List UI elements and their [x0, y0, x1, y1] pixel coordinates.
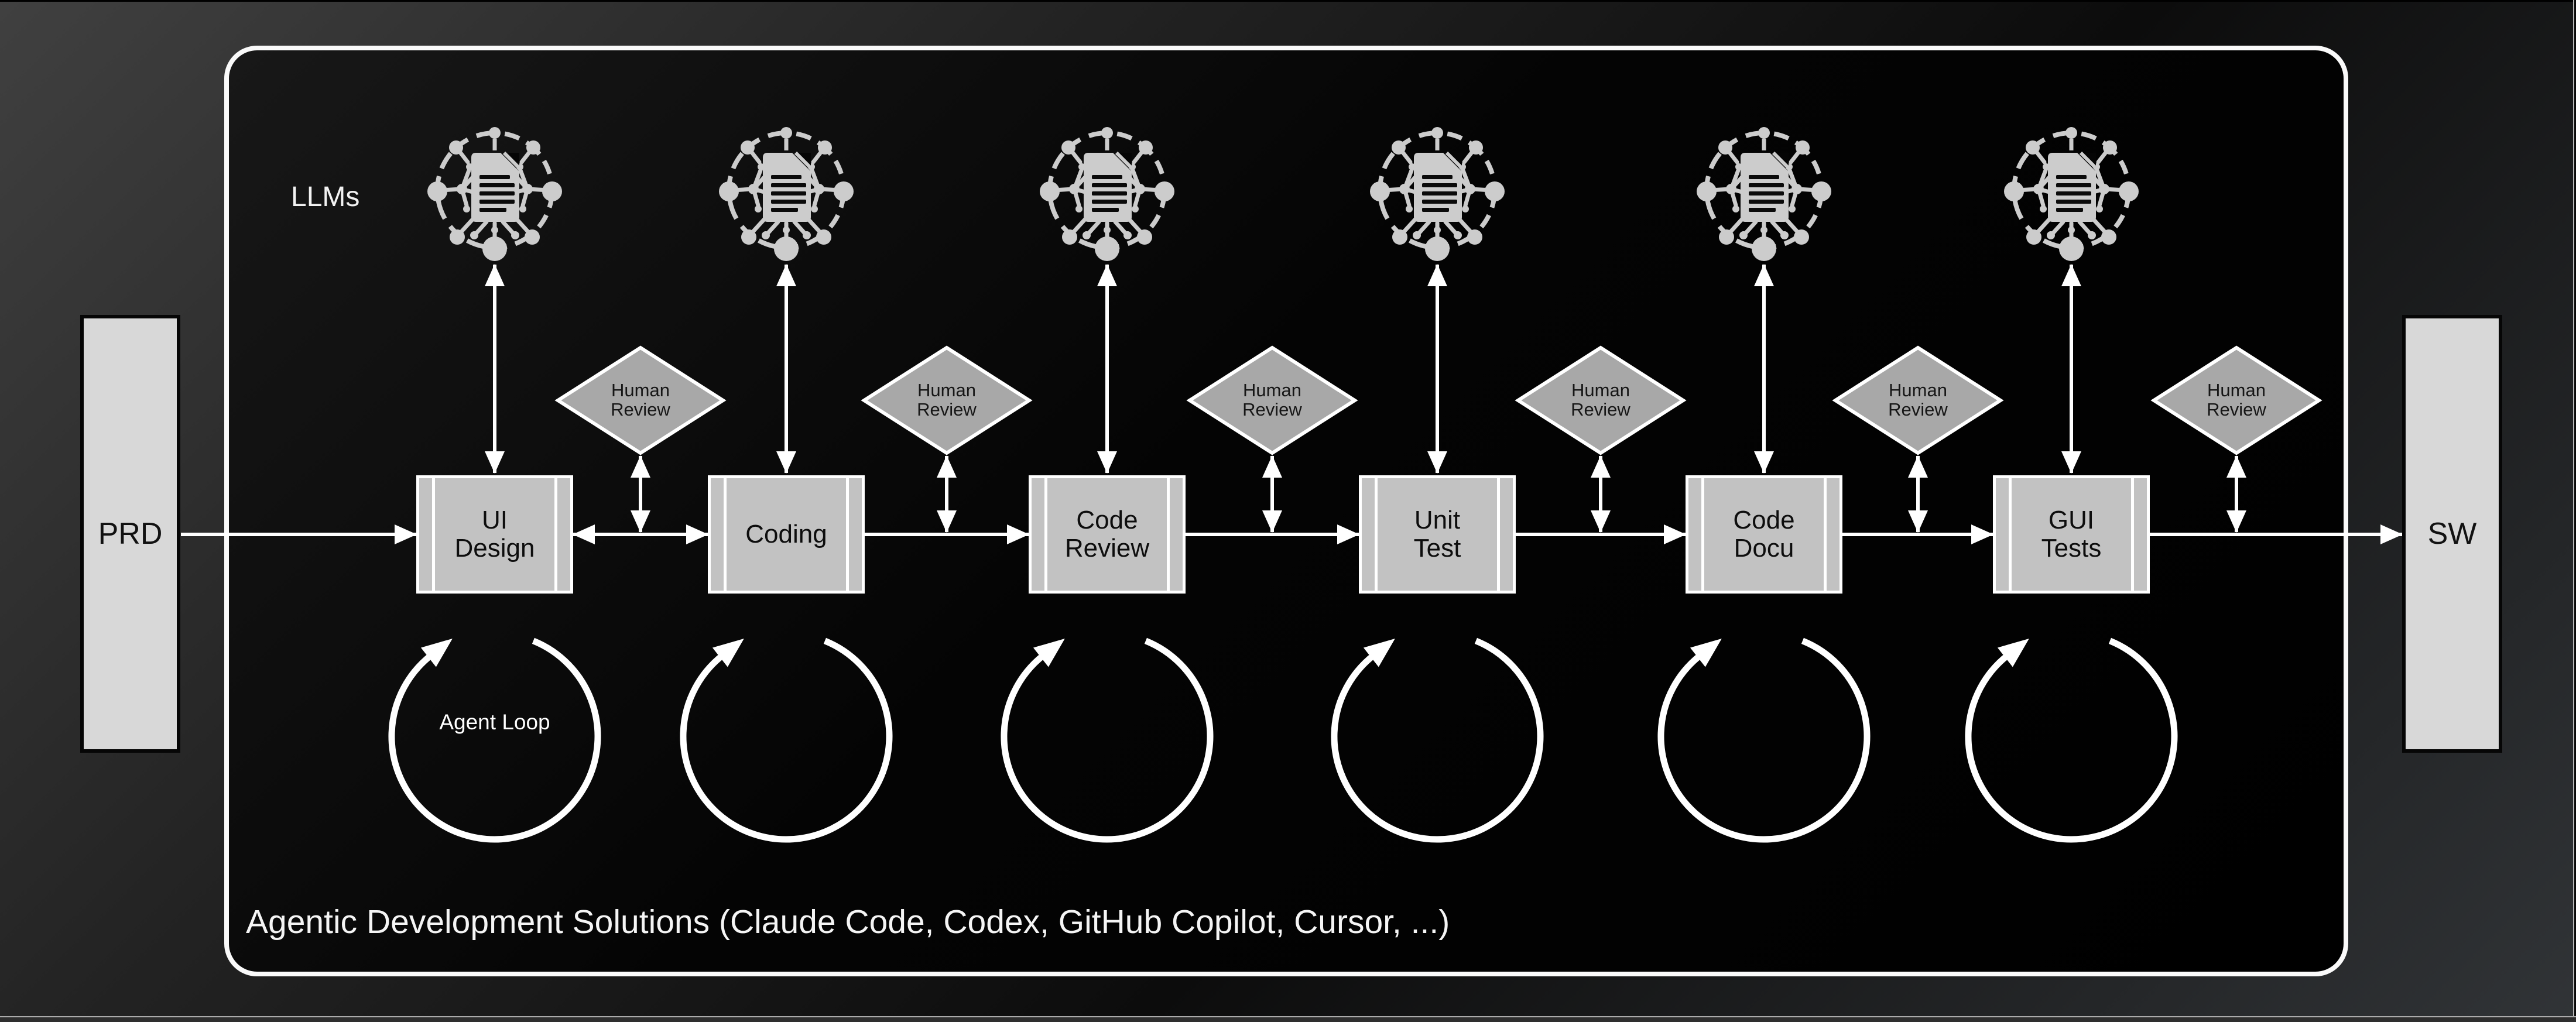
human-review-label: Human Review — [917, 380, 977, 420]
slide-edge-bottom — [0, 1016, 2576, 1022]
screen-edge-top — [0, 0, 2576, 2]
subprocess-line-right — [554, 478, 557, 591]
subprocess-line-right — [846, 478, 849, 591]
stage-label-coding: Coding — [745, 519, 827, 548]
human-review-label: Human Review — [1571, 380, 1630, 420]
agent-loop-label: Agent Loop — [439, 710, 550, 734]
sw-label: SW — [2427, 517, 2477, 551]
human-review-label: Human Review — [1888, 380, 1948, 420]
stage-label-ui-design: UI Design — [454, 505, 535, 563]
stage-label-gui-tests: GUI Tests — [2041, 505, 2102, 563]
subprocess-line-left — [432, 478, 435, 591]
stage-box-coding: Coding — [708, 475, 865, 594]
caption-text: Agentic Development Solutions (Claude Co… — [246, 903, 1450, 941]
prd-input-box: PRD — [80, 315, 180, 753]
stage-box-code-review: Code Review — [1029, 475, 1186, 594]
human-review-label: Human Review — [1242, 380, 1302, 420]
human-review-label: Human Review — [2207, 380, 2266, 420]
stage-box-code-docu: Code Docu — [1686, 475, 1842, 594]
slide-edge-right — [2573, 0, 2576, 1022]
stage-box-gui-tests: GUI Tests — [1993, 475, 2150, 594]
subprocess-line-left — [1375, 478, 1378, 591]
stage-label-unit-test: Unit Test — [1413, 505, 1461, 563]
stage-label-code-docu: Code Docu — [1733, 505, 1795, 563]
subprocess-line-right — [2131, 478, 2134, 591]
stage-label-code-review: Code Review — [1064, 505, 1150, 563]
human-review-label: Human Review — [611, 380, 670, 420]
subprocess-line-left — [2009, 478, 2012, 591]
subprocess-line-left — [1044, 478, 1047, 591]
subprocess-line-right — [1497, 478, 1500, 591]
prd-label: PRD — [98, 517, 163, 551]
subprocess-line-right — [1167, 478, 1170, 591]
subprocess-line-right — [1824, 478, 1827, 591]
subprocess-line-left — [724, 478, 727, 591]
subprocess-line-left — [1701, 478, 1704, 591]
sw-output-box: SW — [2402, 315, 2502, 753]
stage-box-ui-design: UI Design — [416, 475, 573, 594]
llms-label: LLMs — [291, 181, 360, 212]
stage-box-unit-test: Unit Test — [1359, 475, 1516, 594]
